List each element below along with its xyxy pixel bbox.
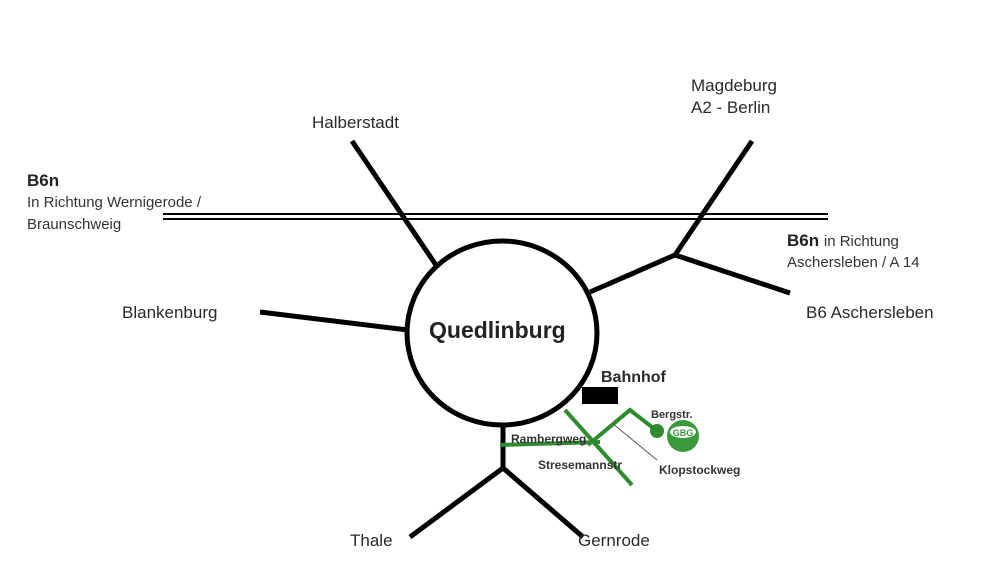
label-b6n-west-line2: Braunschweig bbox=[27, 216, 122, 233]
label-bergstr: Bergstr. bbox=[651, 409, 693, 421]
label-klopstockweg: Klopstockweg bbox=[659, 463, 741, 477]
station-marker bbox=[582, 387, 618, 404]
label-blankenburg: Blankenburg bbox=[122, 303, 218, 322]
local-streets bbox=[499, 407, 659, 487]
road-aschersleben bbox=[674, 252, 791, 296]
road-northeast-connector bbox=[589, 252, 676, 295]
label-thale: Thale bbox=[350, 531, 393, 550]
destination-dot bbox=[650, 424, 664, 438]
gbg-logo: GBG bbox=[667, 420, 699, 452]
label-halberstadt: Halberstadt bbox=[312, 113, 399, 132]
label-b6n-east-suffix: in Richtung bbox=[823, 233, 899, 250]
label-rambergweg: Rambergweg bbox=[511, 432, 587, 446]
road-halberstadt bbox=[349, 139, 441, 270]
label-b6n-west: B6n bbox=[27, 171, 60, 190]
label-a2-berlin: A2 - Berlin bbox=[691, 98, 771, 117]
label-aschersleben: B6 Aschersleben bbox=[806, 303, 934, 322]
city-name-quedlinburg: Quedlinburg bbox=[429, 317, 566, 343]
label-b6n-east-title: B6n bbox=[787, 231, 820, 250]
label-b6n-east-line2: Aschersleben / A 14 bbox=[787, 254, 920, 271]
label-b6n-east: B6n in Richtung bbox=[787, 230, 899, 252]
street-bergstr bbox=[586, 407, 659, 447]
road-gernrode bbox=[501, 466, 585, 539]
label-stresemannstr: Stresemannstr bbox=[538, 458, 623, 472]
street-stresemann bbox=[563, 408, 634, 487]
road-thale bbox=[408, 465, 505, 540]
label-magdeburg: Magdeburg bbox=[691, 76, 778, 95]
label-b6n-west-line1: In Richtung Wernigerode / bbox=[27, 194, 201, 211]
label-bahnhof: Bahnhof bbox=[601, 369, 666, 386]
road-blankenburg bbox=[259, 309, 409, 333]
street-ramberg bbox=[499, 440, 601, 447]
city-ring bbox=[404, 238, 600, 428]
label-gernrode: Gernrode bbox=[578, 531, 650, 550]
gbg-logo-text: GBG bbox=[673, 428, 694, 438]
street-klopstock bbox=[611, 422, 658, 461]
road-magdeburg bbox=[672, 139, 755, 257]
